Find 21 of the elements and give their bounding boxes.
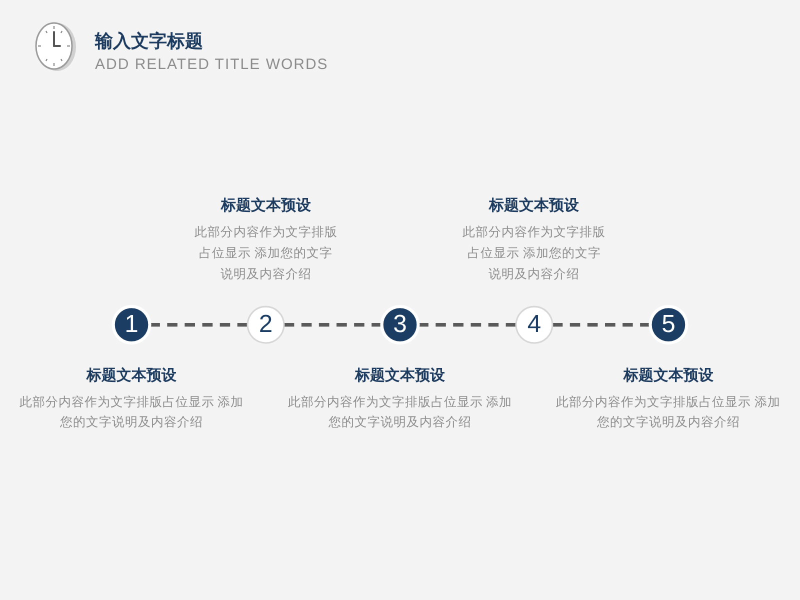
step-circle: 2 (246, 306, 285, 344)
dashed-connector (150, 323, 248, 327)
step-circle: 1 (112, 305, 152, 345)
step-heading: 标题文本预设 (623, 366, 714, 385)
step-circle: 5 (648, 305, 688, 345)
step-description: 此部分内容作为文字排版占位显示 添加您的文字说明及内容介绍 (194, 224, 338, 283)
step-heading: 标题文本预设 (86, 366, 177, 385)
step-circle: 4 (515, 306, 554, 344)
step-heading: 标题文本预设 (489, 196, 580, 216)
subtitle: ADD RELATED TITLE WORDS (95, 56, 328, 73)
step-description: 此部分内容作为文字排版占位显示 添加您的文字说明及内容介绍 (286, 394, 514, 432)
step-description: 此部分内容作为文字排版占位显示 添加您的文字说明及内容介绍 (18, 394, 245, 432)
dashed-connector (284, 323, 382, 327)
step-circle: 3 (380, 305, 420, 345)
dashed-connector (552, 323, 650, 327)
dashed-connector (418, 323, 516, 327)
title: 输入文字标题 (95, 30, 203, 53)
step-description: 此部分内容作为文字排版占位显示 添加您的文字说明及内容介绍 (462, 224, 606, 283)
step-description: 此部分内容作为文字排版占位显示 添加您的文字说明及内容介绍 (555, 394, 782, 432)
step-heading: 标题文本预设 (355, 366, 445, 385)
step-heading: 标题文本预设 (220, 196, 311, 216)
